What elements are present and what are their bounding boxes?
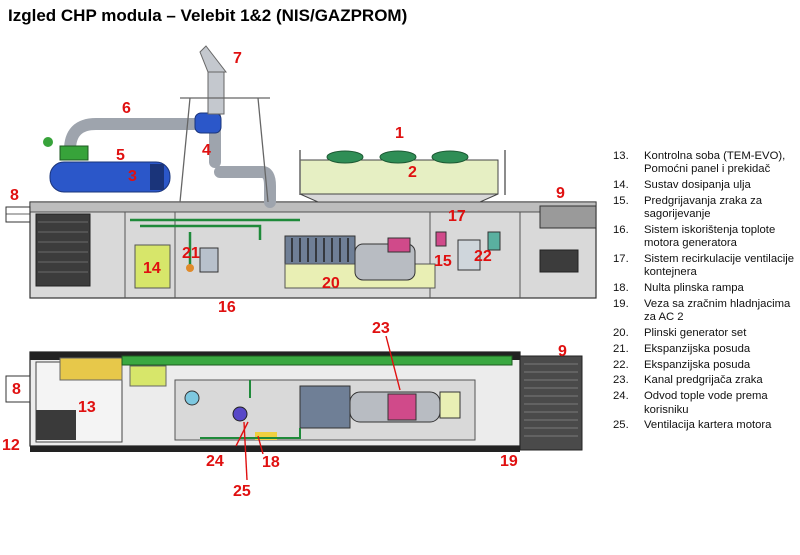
legend-item: 15. Predgrijavanja zraka za sagorijevanje <box>613 195 795 222</box>
legend-item: 16. Sistem iskorištenja toplote motora ge… <box>613 224 795 251</box>
legend-text: Veza sa zračnim hladnjacima za AC 2 <box>644 297 791 324</box>
legend-text: Ekspanzijska posuda <box>644 342 751 355</box>
legend-num: 17. <box>613 253 629 266</box>
callout-13: 13 <box>78 399 96 416</box>
callout-6: 6 <box>122 100 131 117</box>
legend-item: 18. Nulta plinska rampa <box>613 282 795 295</box>
callout-9-top: 9 <box>558 343 567 360</box>
legend-num: 21. <box>613 342 629 355</box>
legend-num: 16. <box>613 223 629 236</box>
legend-item: 22. Ekspanzijska posuda <box>613 359 795 372</box>
legend-num: 25. <box>613 419 629 432</box>
legend-num: 15. <box>613 194 629 207</box>
callout-22: 22 <box>474 248 492 265</box>
legend-item: 20. Plinski generator set <box>613 327 795 340</box>
legend-num: 14. <box>613 179 629 192</box>
callout-23: 23 <box>372 320 390 337</box>
callout-14: 14 <box>143 260 161 277</box>
callout-7: 7 <box>233 50 242 67</box>
legend-item: 17. Sistem recirkulacije ventilacije kont… <box>613 253 795 280</box>
legend-item: 14. Sustav dosipanja ulja <box>613 179 795 192</box>
legend-text: Sistem iskorištenja toplote motora gener… <box>644 223 776 250</box>
legend: 13. Kontrolna soba (TEM-EVO), Pomoćni pan… <box>613 150 795 435</box>
legend-text: Predgrijavanja zraka za sagorijevanje <box>644 194 763 221</box>
callout-25: 25 <box>233 483 251 500</box>
callout-17: 17 <box>448 208 466 225</box>
legend-num: 19. <box>613 297 629 310</box>
legend-item: 23. Kanal predgrijača zraka <box>613 374 795 387</box>
callout-16: 16 <box>218 299 236 316</box>
legend-text: Sustav dosipanja ulja <box>644 179 751 192</box>
legend-num: 18. <box>613 282 629 295</box>
callout-15: 15 <box>434 253 452 270</box>
page-title: Izgled CHP modula – Velebit 1&2 (NIS/GAZ… <box>8 6 408 25</box>
legend-text: Kanal predgrijača zraka <box>644 374 763 387</box>
legend-num: 13. <box>613 150 629 162</box>
legend-num: 23. <box>613 374 629 387</box>
legend-item: 19. Veza sa zračnim hladnjacima za AC 2 <box>613 298 795 325</box>
legend-item: 25. Ventilacija kartera motora <box>613 419 795 432</box>
callout-24: 24 <box>206 453 224 470</box>
legend-text: Kontrolna soba (TEM-EVO), Pomoćni panel … <box>644 150 786 176</box>
callout-2: 2 <box>408 164 417 181</box>
callout-18: 18 <box>262 454 280 471</box>
legend-item: 13. Kontrolna soba (TEM-EVO), Pomoćni pan… <box>613 150 795 177</box>
legend-text: Sistem recirkulacije ventilacije kontejn… <box>644 253 795 279</box>
leader-lines <box>235 335 401 481</box>
callouts: 1 2 3 4 5 6 7 8 9 12 13 14 15 16 17 20 2… <box>2 50 567 500</box>
callout-5: 5 <box>116 147 125 164</box>
callout-21: 21 <box>182 245 200 262</box>
callout-9: 9 <box>556 185 565 202</box>
top-view <box>5 351 583 452</box>
legend-text: Nulta plinska rampa <box>644 282 744 295</box>
callout-8-top: 8 <box>12 381 21 398</box>
callout-4: 4 <box>202 142 211 159</box>
callout-12: 12 <box>2 437 20 454</box>
legend-num: 24. <box>613 390 629 403</box>
callout-1: 1 <box>395 125 404 142</box>
legend-text: Ventilacija kartera motora <box>644 419 772 432</box>
callout-20: 20 <box>322 275 340 292</box>
side-view <box>5 45 597 299</box>
legend-item: 21. Ekspanzijska posuda <box>613 343 795 356</box>
callout-8: 8 <box>10 187 19 204</box>
legend-item: 24. Odvod tople vode prema korisniku <box>613 390 795 417</box>
callout-3: 3 <box>128 168 137 185</box>
legend-text: Plinski generator set <box>644 327 747 340</box>
callout-19: 19 <box>500 453 518 470</box>
legend-text: Ekspanzijska posuda <box>644 358 751 371</box>
legend-num: 20. <box>613 327 629 340</box>
legend-num: 22. <box>613 358 629 371</box>
legend-text: Odvod tople vode prema korisniku <box>644 390 768 416</box>
